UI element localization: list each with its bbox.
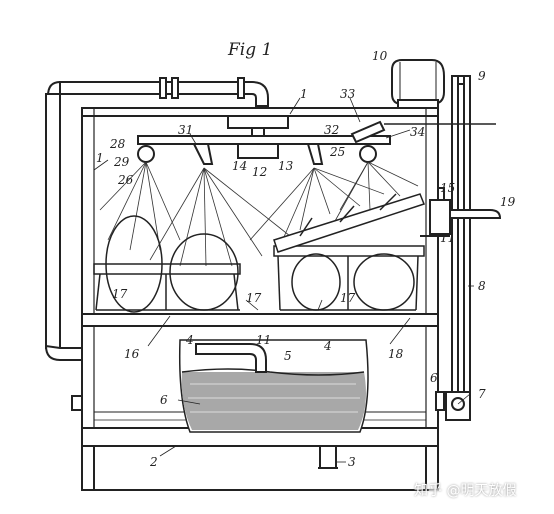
label-28: 28 <box>110 137 126 151</box>
label-34: 34 <box>410 125 426 139</box>
label-1-top: 1 <box>300 87 308 101</box>
label-6-left: 6 <box>160 393 168 407</box>
label-5: 5 <box>284 349 292 363</box>
label-4-right: 4 <box>324 339 332 353</box>
label-11-pipe: 11 <box>256 333 272 347</box>
label-15: 15 <box>440 181 456 195</box>
intake-pipe <box>195 343 267 373</box>
label-10: 10 <box>372 49 388 63</box>
water-reservoir <box>178 339 369 433</box>
watermark: 知乎 @明天放假 <box>414 483 517 499</box>
left-rack <box>93 215 241 313</box>
middle-shelf <box>81 313 439 327</box>
label-16: 16 <box>124 347 140 361</box>
label-13: 13 <box>278 159 294 173</box>
label-32: 32 <box>324 123 340 137</box>
label-4-left: 4 <box>186 333 194 347</box>
spray-arm <box>137 115 496 165</box>
leader-lines <box>93 97 474 463</box>
label-17-mid: 17 <box>246 291 262 305</box>
legs <box>81 446 439 490</box>
supply-pipe <box>44 77 269 361</box>
label-18: 18 <box>388 347 404 361</box>
label-19: 19 <box>500 195 516 209</box>
label-14: 14 <box>232 159 248 173</box>
motor <box>391 59 445 109</box>
drive-belt <box>445 75 471 421</box>
label-2: 2 <box>150 455 158 469</box>
label-26: 26 <box>118 173 134 187</box>
label-25: 25 <box>330 145 346 159</box>
label-11-right: 11 <box>440 231 456 245</box>
label-8: 8 <box>478 279 486 293</box>
label-29: 29 <box>114 155 130 169</box>
label-17-left: 17 <box>112 287 128 301</box>
drain-outlet <box>318 445 338 469</box>
label-31: 31 <box>178 123 194 137</box>
right-rack <box>273 193 425 311</box>
label-33: 33 <box>340 87 356 101</box>
label-1-left: 1 <box>96 151 104 165</box>
label-9: 9 <box>478 69 486 83</box>
label-7: 7 <box>478 387 486 401</box>
spray-jets <box>99 161 419 267</box>
label-6-right: 6 <box>430 371 438 385</box>
label-3: 3 <box>348 455 356 469</box>
figure-title: Fig 1 <box>228 40 273 60</box>
control-valve <box>420 187 502 411</box>
label-12: 12 <box>252 165 268 179</box>
label-17-right: 17 <box>340 291 356 305</box>
side-tap <box>71 395 83 411</box>
